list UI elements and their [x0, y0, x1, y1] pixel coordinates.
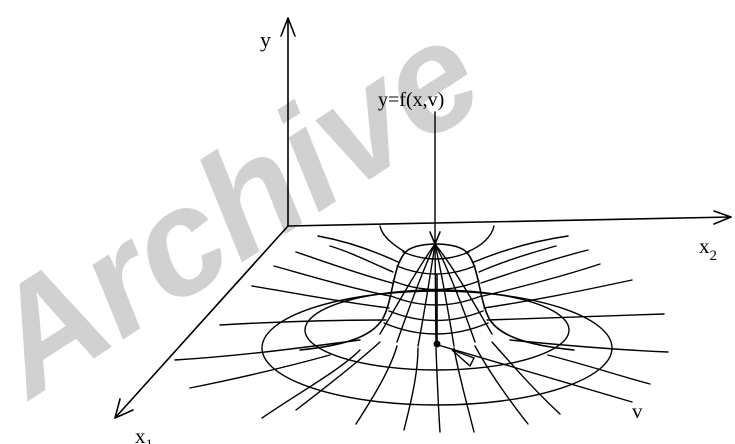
surface-silhouette [299, 243, 575, 351]
function-label: y=f(x,v) [378, 89, 444, 111]
x2-axis-subscript: 2 [710, 248, 718, 264]
x1-axis-label: x1 [135, 424, 153, 444]
x2-axis-label: x2 [699, 234, 717, 264]
y-axis-label: y [260, 27, 271, 52]
surface-meridians [379, 243, 493, 347]
coordinate-axes [114, 17, 732, 419]
x1-axis-arrowhead [114, 398, 134, 419]
watermark-text: Archive [0, 0, 509, 429]
x2-axis-arrowhead [713, 210, 732, 225]
x1-axis-subscript: 1 [146, 437, 154, 444]
vector-arrow-shape [451, 349, 475, 368]
x2-axis-line [287, 216, 732, 227]
x1-axis-line [114, 225, 289, 419]
y-axis-arrowhead [280, 17, 296, 37]
radial-lines [174, 225, 669, 433]
x1-axis-letter: x [135, 424, 146, 444]
base-point [433, 340, 441, 348]
axis-labels: y x2 x1 y=f(x,v) v [135, 27, 717, 444]
gaussian-surface [174, 225, 669, 433]
v-label: v [632, 399, 643, 423]
vector-v [433, 274, 633, 403]
x2-axis-letter: x [699, 234, 710, 258]
